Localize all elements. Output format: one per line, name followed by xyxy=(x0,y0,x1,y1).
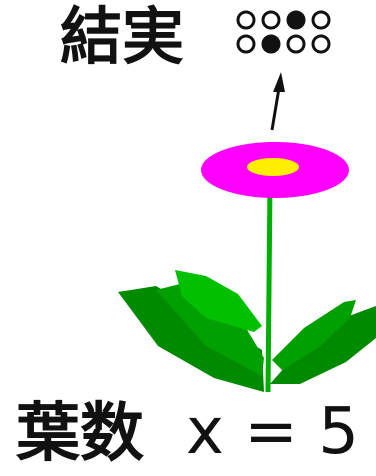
fruit-dot-matrix xyxy=(236,10,331,54)
fruit-dot-filled xyxy=(286,10,306,30)
flower-center xyxy=(247,158,299,176)
arrow-shaft xyxy=(270,87,281,131)
right-leaves xyxy=(270,300,376,384)
leaf-right-mid xyxy=(272,300,356,370)
fruit-dot-empty xyxy=(311,10,331,30)
leaf-count-formula: x = 5 xyxy=(186,395,359,469)
leaf-left-mid xyxy=(156,282,264,376)
flower-head xyxy=(201,142,349,198)
fruit-dot-empty xyxy=(236,10,256,30)
fruit-dot-empty xyxy=(261,10,281,30)
arrow-head-icon xyxy=(273,72,285,92)
leaf-count-label: 葉数 xyxy=(16,397,144,471)
fruit-label: 結実 xyxy=(60,0,185,73)
fruit-dot-empty xyxy=(311,34,331,54)
leaf-left-front xyxy=(175,270,262,332)
leaf-left-back xyxy=(118,286,264,392)
arrow xyxy=(270,72,285,131)
fruit-dot-empty xyxy=(286,34,306,54)
fruit-dot-empty xyxy=(236,34,256,54)
fruit-dot-filled xyxy=(261,34,281,54)
leaf-right-back xyxy=(270,306,376,384)
left-leaves xyxy=(118,270,264,392)
stem xyxy=(265,181,273,393)
